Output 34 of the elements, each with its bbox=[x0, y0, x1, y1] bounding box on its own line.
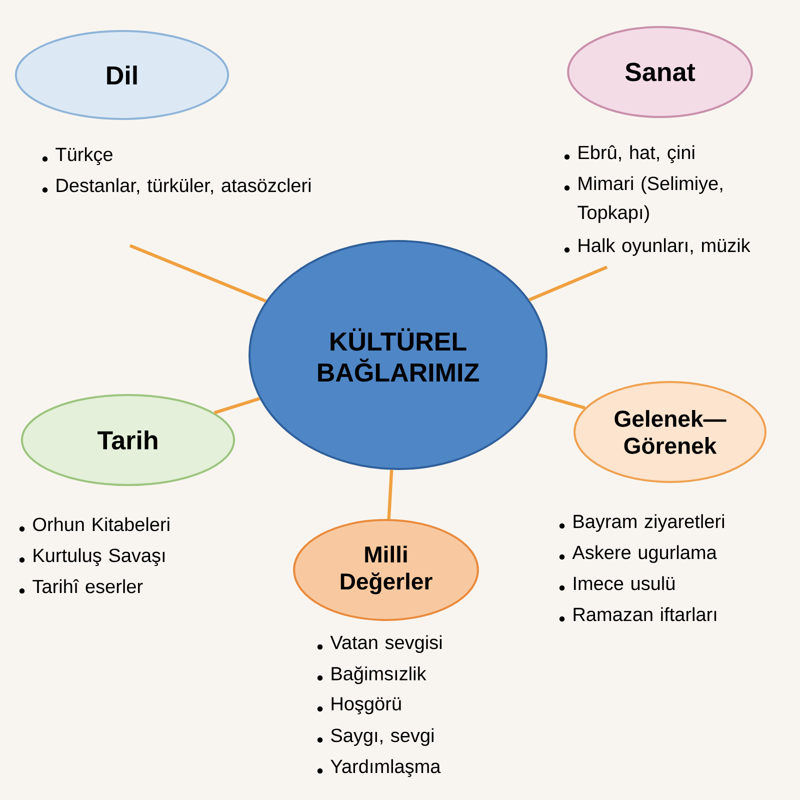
topic-label: Gelenek—Görenek bbox=[614, 410, 726, 454]
topic-ellipse bbox=[567, 26, 753, 118]
topic-ellipse bbox=[574, 381, 766, 483]
connector-line bbox=[214, 397, 260, 414]
list-item: Askere ugurlama bbox=[559, 545, 717, 563]
connector-line bbox=[129, 244, 267, 303]
topic-ellipse bbox=[20, 394, 236, 486]
list-item: Saygı, sevgi bbox=[317, 728, 434, 746]
list-item: Destanlar, türküler, atasözcleri bbox=[42, 178, 310, 194]
list-item: Ebrû, hat, çini bbox=[564, 145, 694, 164]
topic-ellipse bbox=[14, 30, 230, 120]
list-item: Vatan sevgisi bbox=[317, 635, 442, 653]
center-circle bbox=[248, 240, 548, 470]
list-item: Imece usulü bbox=[559, 576, 674, 591]
list-item: Tarihî eserler bbox=[19, 579, 143, 594]
topic-label: Milli Değerler bbox=[340, 546, 432, 594]
connector-line bbox=[538, 393, 586, 410]
list-item: Halk oyunları, müzik bbox=[564, 238, 750, 256]
connector-line bbox=[528, 266, 608, 302]
list-item: Mimari (Selimiye, Topkapı) bbox=[564, 176, 722, 223]
list-item: Orhun Kitabeleri bbox=[19, 517, 170, 532]
list-item: Ramazan iftarları bbox=[559, 607, 716, 622]
topic-ellipse bbox=[293, 519, 479, 621]
list-item: Yardımlaşma bbox=[317, 759, 441, 777]
topic-label: Sanat bbox=[625, 62, 696, 82]
list-item: Hoşgörü bbox=[317, 697, 401, 714]
list-item: Türkçe bbox=[42, 147, 112, 165]
topic-label: Dil bbox=[107, 66, 137, 84]
title-text: KÜLTÜREL BAĞLARIMIZ bbox=[318, 328, 479, 382]
connector-line bbox=[387, 470, 394, 520]
list-item: Bağimsızlik bbox=[317, 666, 426, 684]
topic-label: Tarih bbox=[97, 430, 158, 450]
list-item: Kurtuluş Savaşı bbox=[19, 548, 164, 566]
list-item: Bayram ziyaretleri bbox=[559, 514, 724, 532]
